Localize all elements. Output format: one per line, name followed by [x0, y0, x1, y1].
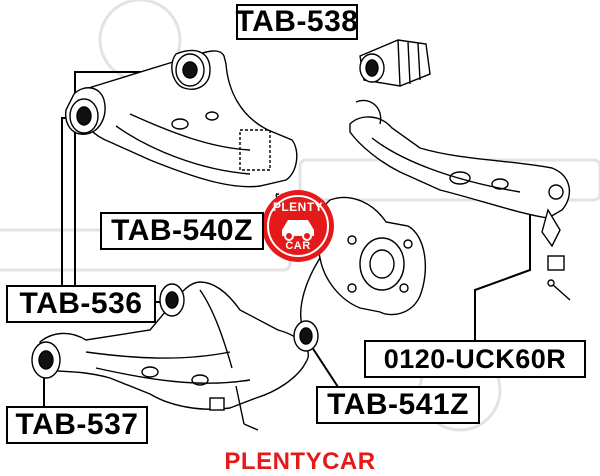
callout-tab-541z: TAB-541Z [316, 386, 480, 424]
logo-bottom-text: CAR [285, 240, 311, 252]
bushing-tab-538 [359, 39, 431, 87]
plentycar-car-badge-icon [262, 190, 334, 262]
logo-top-text: PLENTY [272, 200, 324, 214]
bushing-tab-537 [31, 341, 61, 379]
steering-knuckle [275, 193, 426, 335]
lower-control-arm [39, 281, 309, 431]
footer-brand: PLENTYCAR [224, 448, 376, 475]
callout-tab-540z: TAB-540Z [100, 212, 264, 250]
bushing-tab-541z [293, 320, 319, 352]
callout-tab-536: TAB-536 [6, 285, 156, 323]
upper-control-arm-right [349, 99, 571, 301]
callout-tab-537: TAB-537 [6, 406, 148, 444]
plentycar-logo: PLENTY CAR [258, 186, 338, 266]
callout-0120-uck60r: 0120-UCK60R [364, 340, 586, 378]
bushing-tab-536 [69, 53, 205, 317]
callout-tab-538: TAB-538 [235, 4, 359, 40]
